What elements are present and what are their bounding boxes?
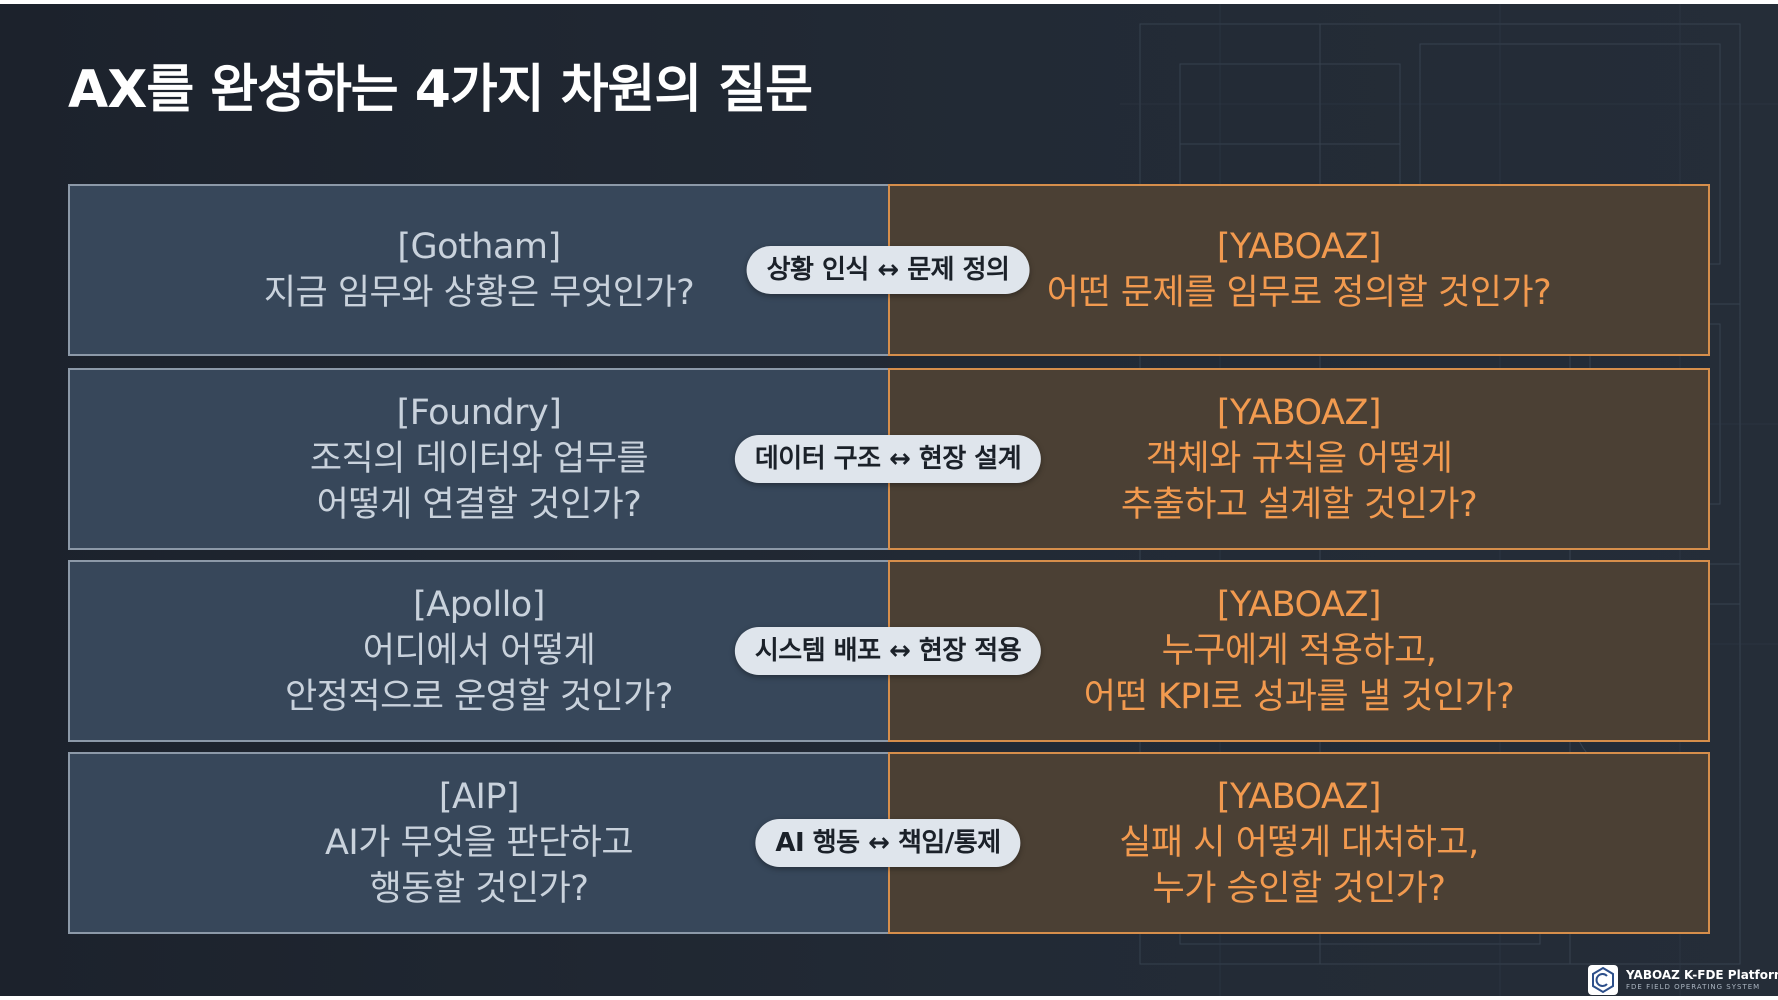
panel-question: 지금 임무와 상황은 무엇인가? (263, 273, 695, 313)
panel-label: [AIP] (438, 777, 520, 817)
slide: AX를 완성하는 4가지 차원의 질문 [Gotham] 지금 임무와 상황은 … (0, 4, 1778, 996)
panel-question-line-1: 어디에서 어떻게 (362, 631, 596, 671)
comparison-row-foundry: [Foundry] 조직의 데이터와 업무를 어떻게 연결할 것인가? [YAB… (68, 368, 1710, 550)
panel-label: [YABOAZ] (1216, 393, 1382, 433)
connector-pill: AI 행동 ↔ 책임/통제 (755, 819, 1021, 867)
panel-question-line-2: 추출하고 설계할 것인가? (1120, 485, 1478, 525)
panel-label: [YABOAZ] (1216, 585, 1382, 625)
hexagon-logo-icon (1588, 965, 1618, 995)
comparison-row-gotham: [Gotham] 지금 임무와 상황은 무엇인가? [YABOAZ] 어떤 문제… (68, 184, 1710, 356)
panel-question: 어떤 문제를 임무로 정의할 것인가? (1046, 273, 1552, 313)
right-panel-yaboaz-1: [YABOAZ] 어떤 문제를 임무로 정의할 것인가? (888, 184, 1710, 356)
comparison-row-apollo: [Apollo] 어디에서 어떻게 안정적으로 운영할 것인가? [YABOAZ… (68, 560, 1710, 742)
right-panel-yaboaz-2: [YABOAZ] 객체와 규칙을 어떻게 추출하고 설계할 것인가? (888, 368, 1710, 550)
footer-brand: YABOAZ K-FDE Platform FDE FIELD OPERATIN… (1588, 962, 1778, 998)
panel-question-line-1: AI가 무엇을 판단하고 (324, 823, 634, 863)
left-panel-aip: [AIP] AI가 무엇을 판단하고 행동할 것인가? (68, 752, 890, 934)
panel-label: [Gotham] (397, 227, 561, 267)
connector-pill: 데이터 구조 ↔ 현장 설계 (734, 435, 1042, 483)
panel-question-line-1: 누구에게 적용하고, (1161, 631, 1437, 671)
panel-question-line-2: 어떻게 연결할 것인가? (316, 485, 642, 525)
panel-question-line-1: 실패 시 어떻게 대처하고, (1119, 823, 1479, 863)
footer-brand-title: YABOAZ K-FDE Platform (1626, 968, 1778, 982)
comparison-row-aip: [AIP] AI가 무엇을 판단하고 행동할 것인가? [YABOAZ] 실패 … (68, 752, 1710, 934)
panel-question-line-2: 행동할 것인가? (369, 869, 589, 909)
footer-brand-subtitle: FDE FIELD OPERATING SYSTEM (1626, 983, 1761, 991)
connector-pill: 시스템 배포 ↔ 현장 적용 (734, 627, 1042, 675)
panel-question-line-2: 누가 승인할 것인가? (1152, 869, 1446, 909)
slide-title: AX를 완성하는 4가지 차원의 질문 (68, 60, 813, 120)
right-panel-yaboaz-4: [YABOAZ] 실패 시 어떻게 대처하고, 누가 승인할 것인가? (888, 752, 1710, 934)
panel-question-line-1: 조직의 데이터와 업무를 (309, 439, 649, 479)
panel-label: [Foundry] (396, 393, 562, 433)
panel-question-line-2: 안정적으로 운영할 것인가? (284, 677, 674, 717)
panel-label: [Apollo] (413, 585, 545, 625)
connector-pill: 상황 인식 ↔ 문제 정의 (746, 246, 1030, 294)
panel-label: [YABOAZ] (1216, 777, 1382, 817)
panel-question-line-1: 객체와 규칙을 어떻게 (1145, 439, 1453, 479)
left-panel-apollo: [Apollo] 어디에서 어떻게 안정적으로 운영할 것인가? (68, 560, 890, 742)
panel-label: [YABOAZ] (1216, 227, 1382, 267)
panel-question-line-2: 어떤 KPI로 성과를 낼 것인가? (1083, 677, 1515, 717)
